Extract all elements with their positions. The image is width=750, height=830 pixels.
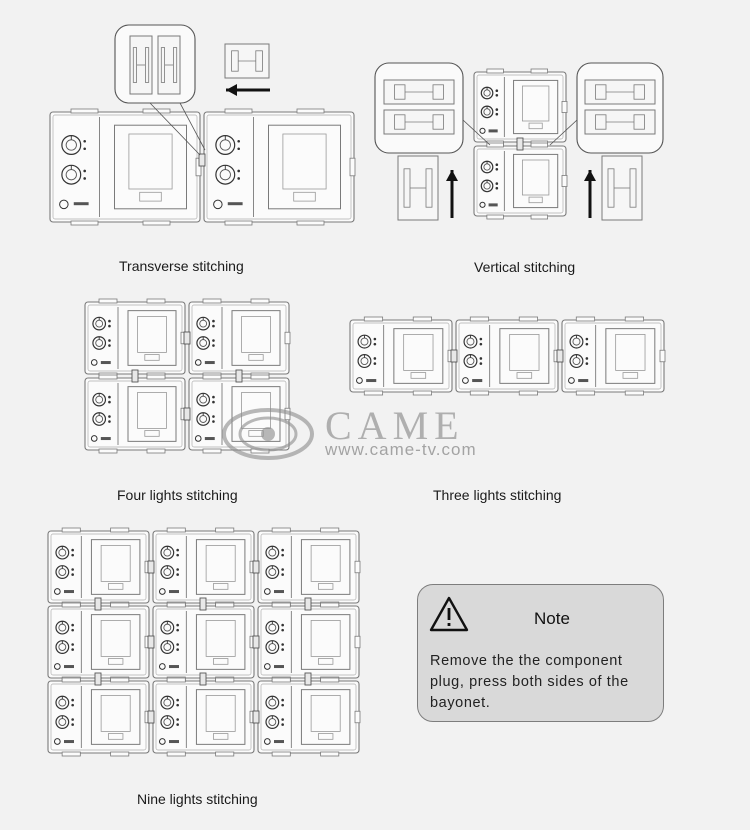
note-box: Note Remove the the component plug, pres… xyxy=(417,584,664,722)
bayonet-clip xyxy=(252,710,260,724)
light-panel xyxy=(203,108,356,226)
bayonet-clip xyxy=(252,635,260,649)
light-panel xyxy=(257,602,361,682)
caption-transverse-stitching: Transverse stitching xyxy=(119,258,244,274)
bayonet-clip xyxy=(198,153,206,167)
bayonet-clip xyxy=(556,349,564,363)
bayonet-clip xyxy=(147,710,155,724)
caption-four-lights-stitching: Four lights stitching xyxy=(117,487,238,503)
connector-plug xyxy=(383,79,455,105)
connector-plug xyxy=(397,155,439,221)
light-panel xyxy=(49,108,202,226)
bayonet-clip xyxy=(183,331,191,345)
light-panel xyxy=(152,527,256,607)
bayonet-clip xyxy=(131,369,139,383)
bayonet-clip xyxy=(304,597,312,611)
light-panel xyxy=(84,374,187,454)
bayonet-clip xyxy=(183,407,191,421)
arrow-left-icon xyxy=(226,84,270,96)
arrow-up-icon xyxy=(584,170,596,218)
bayonet-clip xyxy=(147,560,155,574)
warning-triangle-icon xyxy=(428,595,470,638)
bayonet-clip xyxy=(147,635,155,649)
light-panel xyxy=(473,68,568,146)
note-title: Note xyxy=(534,609,570,628)
bayonet-clip xyxy=(304,672,312,686)
light-panel xyxy=(152,677,256,757)
arrow-up-icon xyxy=(446,170,458,218)
light-panel xyxy=(47,527,151,607)
caption-three-lights-stitching: Three lights stitching xyxy=(433,487,562,503)
caption-vertical-stitching: Vertical stitching xyxy=(474,259,576,275)
light-panel xyxy=(455,316,560,396)
bayonet-clip xyxy=(516,137,524,151)
connector-plug xyxy=(584,79,656,105)
caption-nine-lights-stitching: Nine lights stitching xyxy=(137,791,258,807)
zoom-callout xyxy=(114,24,196,104)
light-panel xyxy=(47,677,151,757)
light-panel xyxy=(257,527,361,607)
brand-watermark: CAME xyxy=(325,403,465,448)
bayonet-clip xyxy=(94,597,102,611)
bayonet-clip xyxy=(450,349,458,363)
light-panel xyxy=(152,602,256,682)
connector-plug xyxy=(601,155,643,221)
bayonet-clip xyxy=(252,560,260,574)
light-panel xyxy=(188,298,291,378)
bayonet-clip xyxy=(199,597,207,611)
light-panel xyxy=(84,298,187,378)
bayonet-clip xyxy=(94,672,102,686)
light-panel xyxy=(349,316,454,396)
url-watermark: www.came-tv.com xyxy=(325,440,477,459)
came-logo-watermark xyxy=(222,404,314,464)
connector-plug xyxy=(584,109,656,135)
light-panel xyxy=(561,316,666,396)
note-text: Remove the the component plug, press bot… xyxy=(430,653,629,711)
connector-plug xyxy=(129,35,153,95)
connector-plug xyxy=(383,109,455,135)
zoom-callout xyxy=(374,62,464,154)
light-panel xyxy=(47,602,151,682)
zoom-callout xyxy=(576,62,664,154)
bayonet-clip xyxy=(199,672,207,686)
connector-plug xyxy=(157,35,181,95)
connector-plug xyxy=(224,43,270,79)
bayonet-clip xyxy=(235,369,243,383)
light-panel xyxy=(257,677,361,757)
light-panel xyxy=(473,142,568,220)
